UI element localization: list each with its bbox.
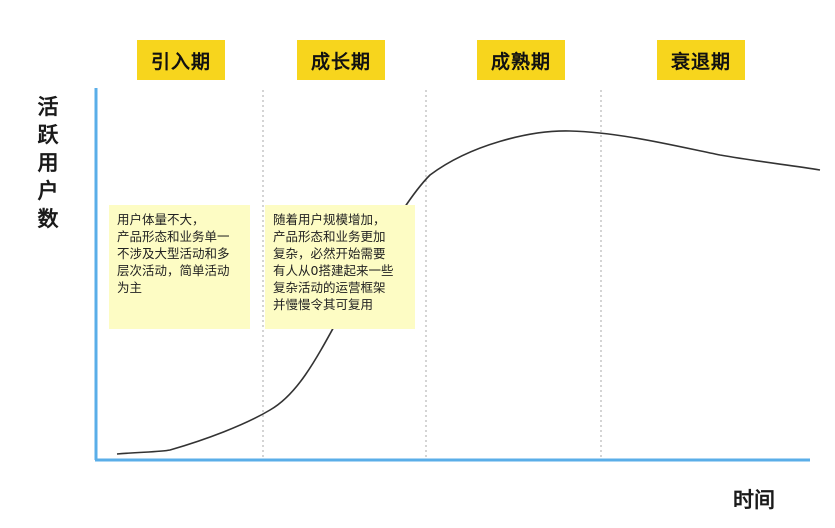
stage-label-introduction: 引入期 [137,40,225,80]
x-axis-label: 时间 [733,488,775,512]
y-axis-label: 活跃用户数 [37,95,59,231]
growth-curve [116,130,821,455]
stage-label-decline: 衰退期 [657,40,745,80]
introduction-stage-note: 用户体量不大， 产品形态和业务单一 不涉及大型活动和多 层次活动，简单活动 为主 [109,205,250,329]
stage-label-maturity: 成熟期 [477,40,565,80]
stage-label-growth: 成长期 [297,40,385,80]
growth-stage-note: 随着用户规模增加， 产品形态和业务更加 复杂，必然开始需要 有人从0搭建起来一些… [265,205,415,329]
